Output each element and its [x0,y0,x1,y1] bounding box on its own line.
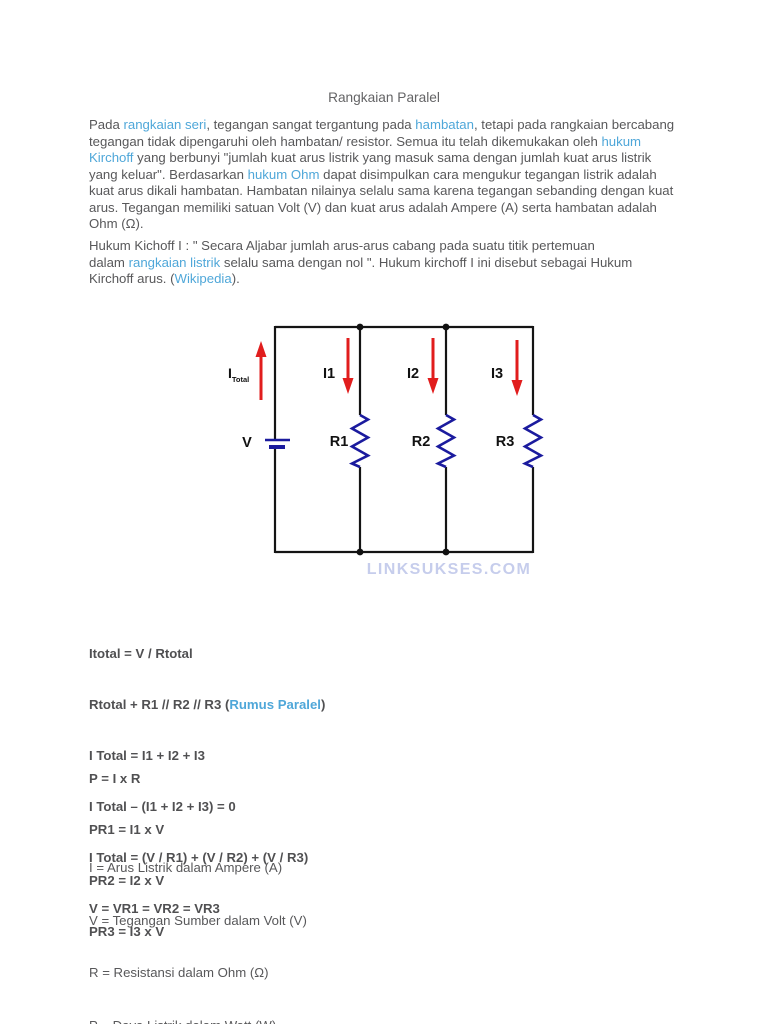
definitions-block: I = Arus Listrik dalam Ampere (A) V = Te… [89,824,307,1024]
current-arrow-down-icon [342,338,354,394]
formula-line: V = VR1 = VR2 = VR3 [89,900,325,917]
text-link[interactable]: rangkaian seri [123,117,207,132]
text-run: yang berbunyi "jumlah kuat arus listrik … [89,150,652,182]
definition-line: I = Arus Listrik dalam Ampere (A) [89,860,283,875]
junction-dot [442,323,450,331]
formula-line: I Total = (V / R1) + (V / R2) + (V / R3) [89,849,325,866]
watermark-text: LINKSUKSES.COM [366,561,532,578]
label-r2: R2 [411,434,431,450]
text-run: dapat disimpulkan cara mengukur tegangan… [89,166,674,232]
current-arrow-down-icon [511,340,523,396]
text-run: Hukum Kichoff I : " Secara Aljabar jumla… [89,238,595,270]
resistor-r1-icon [348,413,371,469]
resistor-r2-icon [434,413,457,469]
current-arrow-down-icon [427,338,439,394]
label-itotal: ITotal [228,366,249,387]
definition-line: R = Resistansi dalam Ohm (Ω) [89,965,269,980]
text-run: ) [320,697,326,712]
label-v: V [242,435,252,451]
text-run: selalu sama dengan nol ". Hukum kirchoff… [89,254,633,287]
text-run: Rtotal + R1 // R2 // R3 ( [89,697,230,712]
formula-block-ohm: Itotal = V / Rtotal Rtotal + R1 // R2 //… [89,611,325,951]
formula-line: Itotal = V / Rtotal [89,645,325,662]
formula-line: PR3 = I3 x V [89,924,165,939]
text-run: V = VR1 = VR2 = VR3 [89,901,220,916]
text-run: I Total – (I1 + I2 + I3) = 0 [89,799,236,814]
page-title: Rangkaian Paralel [328,90,440,105]
text-link[interactable]: hambatan [415,117,474,132]
formula-block-power: P = I x R PR1 = I1 x V PR2 = I2 x V PR3 … [89,736,164,974]
formula-line: PR2 = I2 x V [89,873,165,888]
text-link[interactable]: hukum Ohm [247,166,320,182]
formula-line: Rtotal + R1 // R2 // R3 (Rumus Paralel) [89,696,325,713]
paragraph-kirchoff: Hukum Kichoff I : " Secara Aljabar jumla… [89,238,632,288]
circuit-drawing [255,323,544,556]
text-run: Itotal = V / Rtotal [89,646,193,661]
text-link[interactable]: hukum Kirchoff [89,133,642,166]
label-i2: I2 [406,366,420,382]
label-itotal-sub: Total [231,374,250,384]
definition-line: V = Tegangan Sumber dalam Volt (V) [89,912,307,928]
formula-line: I Total – (I1 + I2 + I3) = 0 [89,798,325,815]
formula-line: PR1 = I1 x V [89,822,165,837]
text-run: Pada [89,117,124,132]
text-run: I Total = (V / R1) + (V / R2) + (V / R3) [89,850,309,865]
text-run: , tetapi pada rangkaian bercabang tegang… [89,117,675,149]
junction-dot [356,548,364,556]
battery-icon [265,438,290,449]
current-arrow-up-icon [255,341,267,400]
label-i3: I3 [490,366,504,382]
text-link[interactable]: Wikipedia [174,271,232,286]
text-run: I Total = I1 + I2 + I3 [89,748,205,763]
text-link[interactable]: rangkaian listrik [128,254,221,270]
paragraph-intro: Pada rangkaian seri, tegangan sangat ter… [89,117,674,233]
text-run: , tegangan sangat tergantung pada [206,117,416,132]
label-r1: R1 [329,434,349,450]
definition-line: P = Daya Listrik dalam Watt (W) [89,1017,307,1024]
label-itotal-main: I [228,365,232,381]
formula-line: I Total = I1 + I2 + I3 [89,747,325,764]
junction-dot [356,323,364,331]
text-run: ). [231,271,240,286]
junction-dot [442,548,450,556]
circuit-diagram: ITotal V I1 I2 I3 R1 R2 R3 LINKSUKSES.CO… [225,320,545,580]
text-link[interactable]: Rumus Paralel [229,697,321,712]
resistor-r3-icon [521,413,544,469]
formula-line: P = I x R [89,771,141,786]
label-i1: I1 [322,366,336,382]
label-r3: R3 [495,434,515,450]
